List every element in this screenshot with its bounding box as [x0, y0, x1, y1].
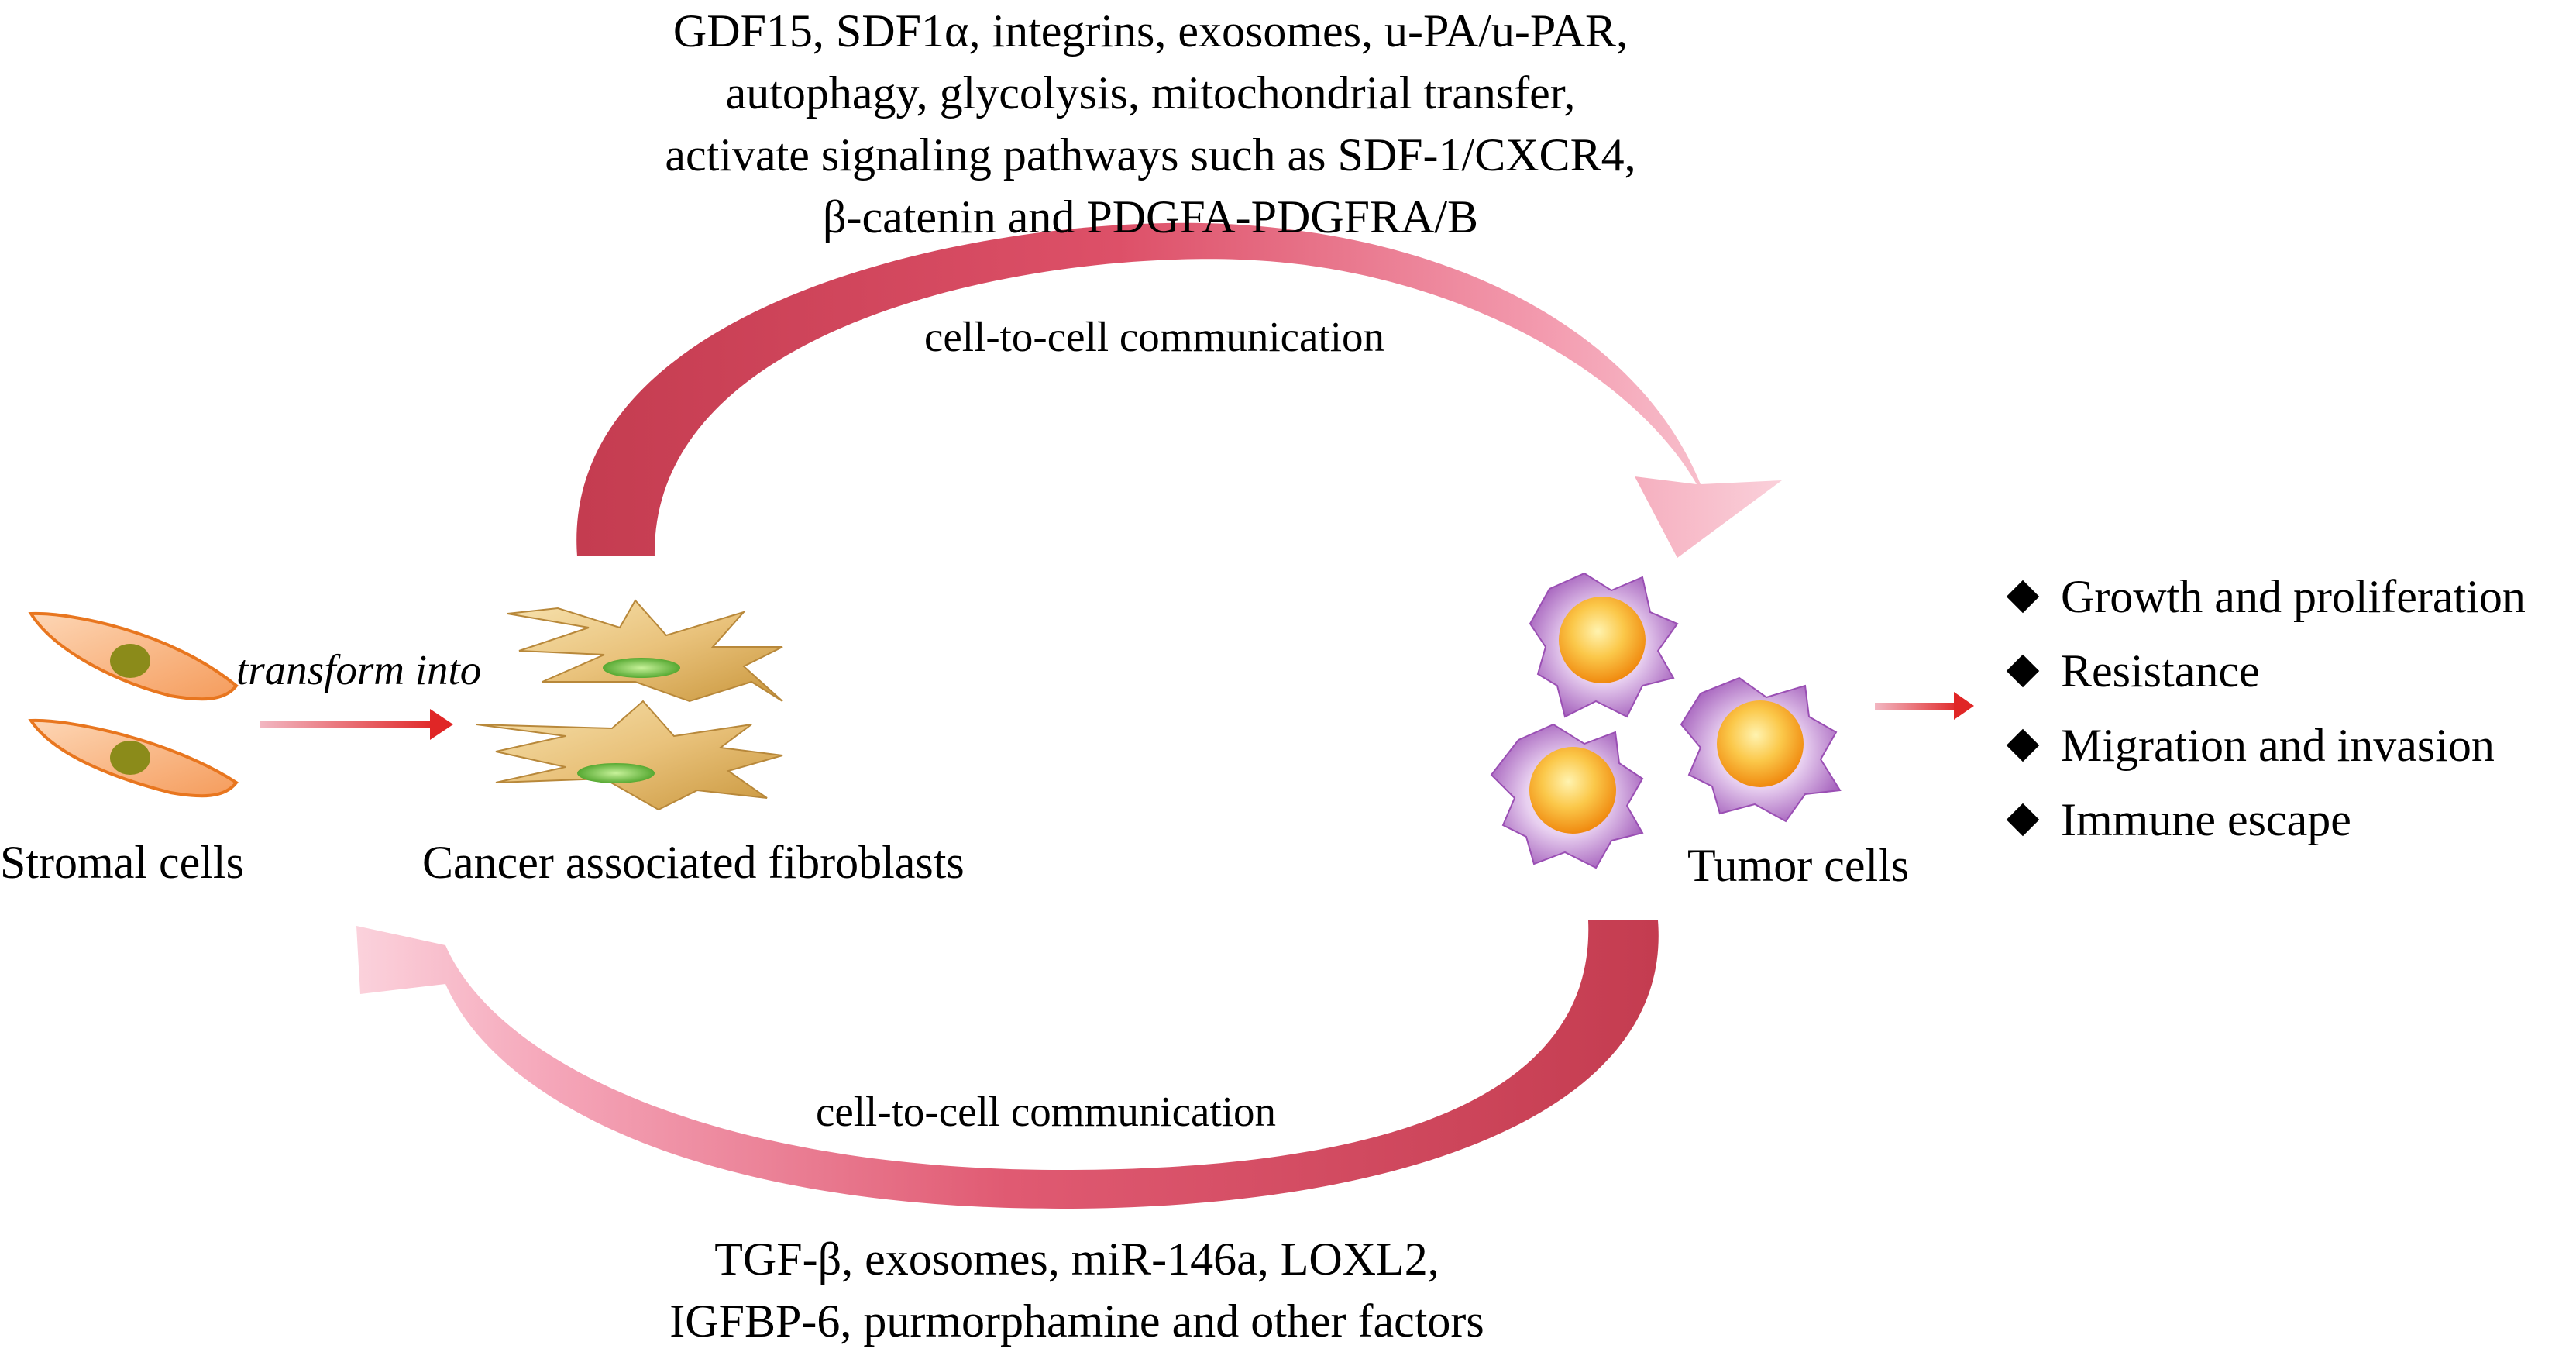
- top-communication-label: cell-to-cell communication: [923, 313, 1385, 360]
- transform-arrow: [260, 709, 453, 740]
- stromal-cells-label: Stromal cells: [0, 837, 244, 888]
- stromal-cell-top: [28, 611, 239, 701]
- diamond-bullet-icon: [2006, 728, 2040, 762]
- top-factor-line: β-catenin and PDGFA-PDGFRA/B: [822, 191, 1479, 243]
- outcome-item: Resistance: [2006, 634, 2526, 708]
- top-factor-line: GDF15, SDF1α, integrins, exosomes, u-PA/…: [672, 5, 1628, 57]
- bottom-factor-line: IGFBP-6, purmorphamine and other factors: [669, 1295, 1484, 1347]
- outcome-item: Immune escape: [2006, 783, 2526, 857]
- bottom-factors-text: TGF-β, exosomes, miR-146a, LOXL2, IGFBP-…: [604, 1228, 1549, 1352]
- diamond-bullet-icon: [2006, 580, 2040, 614]
- outcome-item: Growth and proliferation: [2006, 559, 2526, 634]
- outcome-text: Growth and proliferation: [2061, 571, 2526, 622]
- top-factor-line: autophagy, glycolysis, mitochondrial tra…: [725, 67, 1576, 119]
- bottom-communication-label: cell-to-cell communication: [815, 1088, 1277, 1135]
- caf-label: Cancer associated fibroblasts: [422, 837, 965, 888]
- outcome-text: Migration and invasion: [2061, 720, 2495, 771]
- diamond-bullet-icon: [2006, 654, 2040, 688]
- tumor-cell-top: [1529, 572, 1679, 718]
- outcome-arrow: [1875, 692, 1974, 720]
- top-factors-text: GDF15, SDF1α, integrins, exosomes, u-PA/…: [620, 0, 1681, 248]
- tumor-cells-label: Tumor cells: [1687, 840, 1910, 891]
- tumor-cell-left: [1490, 723, 1644, 869]
- outcome-item: Migration and invasion: [2006, 708, 2526, 783]
- bottom-communication-arrow: [356, 920, 1659, 1209]
- caf-cell-top: [507, 599, 783, 703]
- outcome-text: Immune escape: [2061, 794, 2351, 845]
- outcome-text: Resistance: [2061, 645, 2260, 697]
- tumor-cell-right: [1680, 676, 1842, 823]
- top-communication-arrow: [576, 222, 1782, 558]
- caf-cell-bottom: [476, 700, 783, 811]
- stromal-cell-bottom: [28, 718, 239, 798]
- bottom-factor-line: TGF-β, exosomes, miR-146a, LOXL2,: [714, 1233, 1439, 1285]
- transform-label: transform into: [236, 646, 482, 693]
- diamond-bullet-icon: [2006, 803, 2040, 837]
- top-factor-line: activate signaling pathways such as SDF-…: [665, 129, 1636, 181]
- outcomes-list: Growth and proliferation Resistance Migr…: [2006, 559, 2526, 857]
